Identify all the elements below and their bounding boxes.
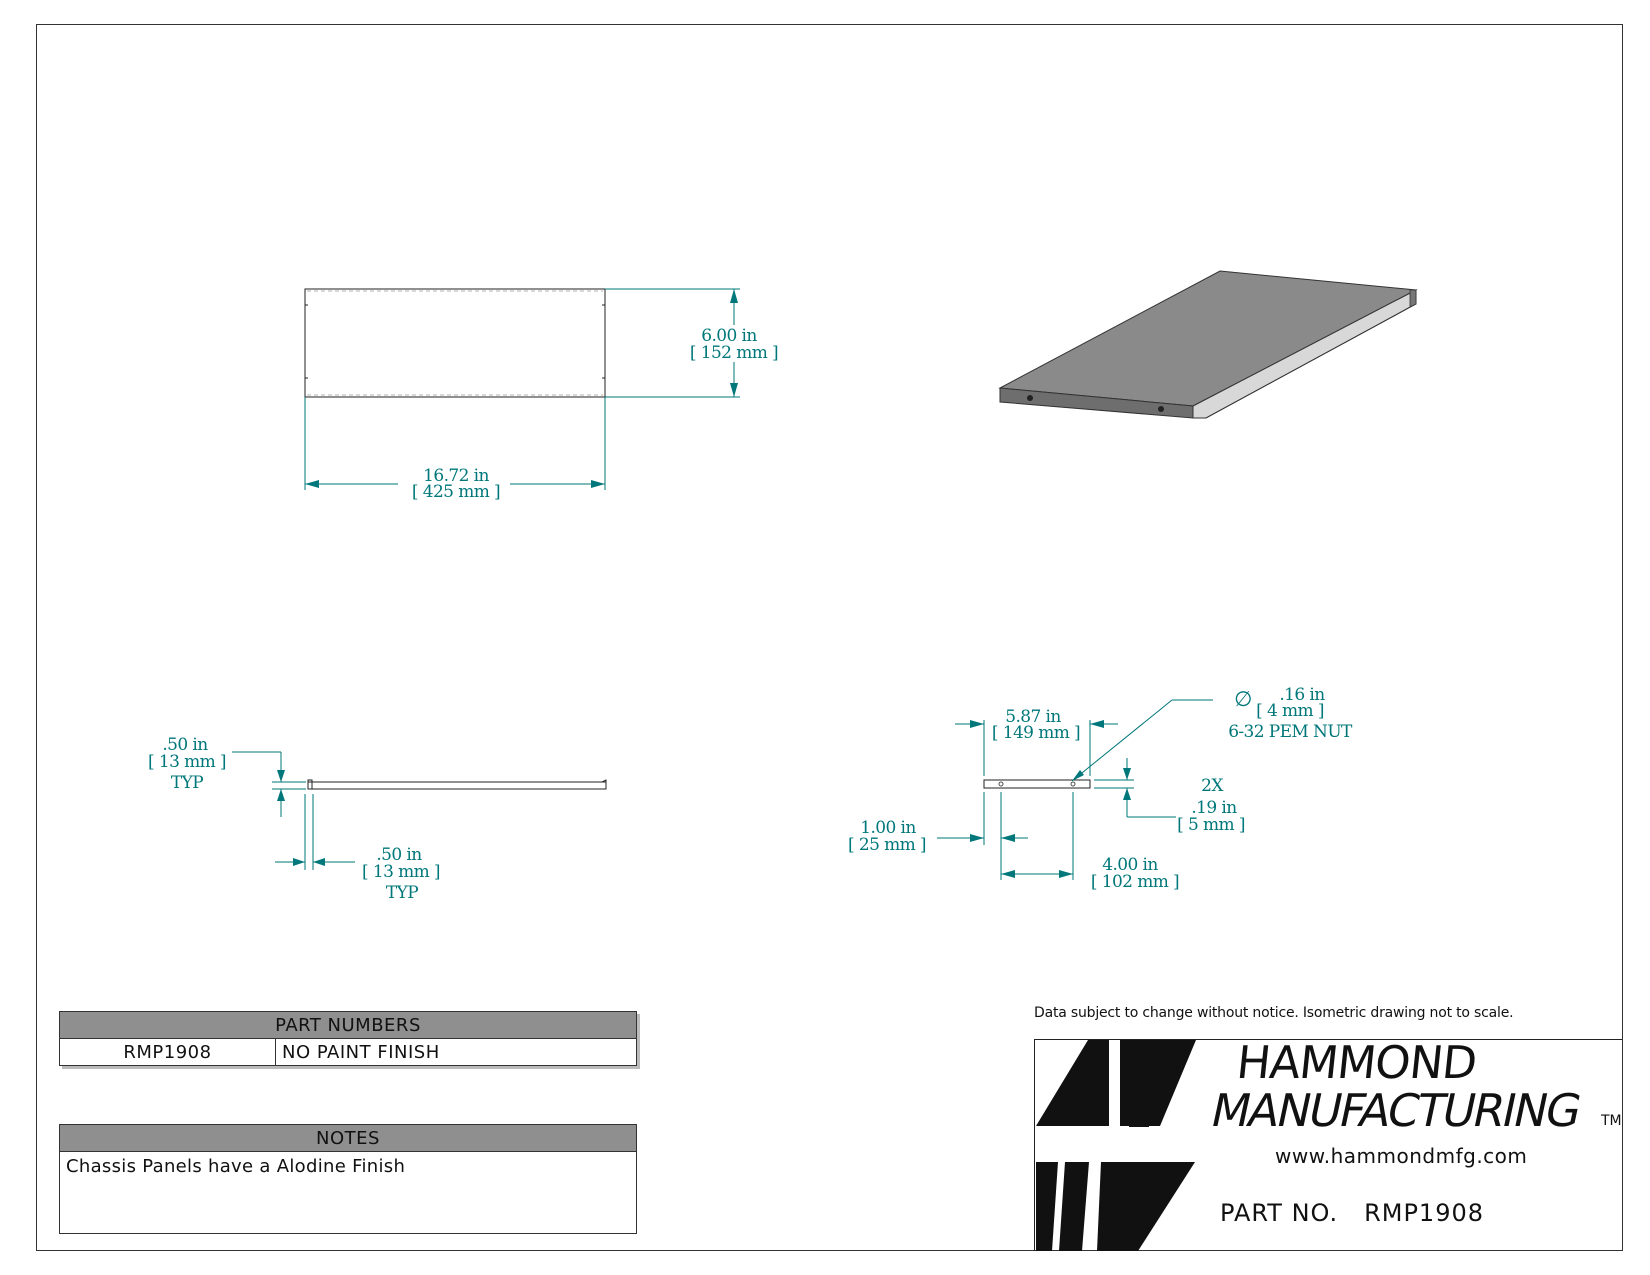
side-view-outline (307, 781, 607, 790)
part-number-label: PART NO. RMP1908 (1220, 1199, 1484, 1227)
iso-top-face (998, 270, 1418, 407)
end-width-in: 5.87 in (1005, 707, 1061, 727)
side-view: .50 in [ 13 mm ] TYP .50 in [ 13 mm ] TY… (148, 735, 607, 903)
isometric-view (998, 270, 1418, 419)
hole-dia-note: 6-32 PEM NUT (1228, 722, 1353, 742)
hammond-logo (1036, 1040, 1196, 1251)
top-height-mm: [ 152 mm ] (690, 343, 778, 363)
hole-offset-in: .19 in (1191, 798, 1237, 818)
top-view: 6.00 in [ 152 mm ] 16.72 in [ 425 mm ] (304, 288, 779, 502)
disclaimer-text: Data subject to change without notice. I… (1034, 1005, 1514, 1021)
flange-height-in: .50 in (162, 735, 208, 755)
hole-spacing-mm: [ 102 mm ] (1091, 872, 1179, 892)
notes-table: NOTES Chassis Panels have a Alodine Fini… (59, 1124, 637, 1234)
flange-width-mm: [ 13 mm ] (362, 862, 440, 882)
notes-text: Chassis Panels have a Alodine Finish (66, 1156, 406, 1177)
hole-offset-qty: 2X (1201, 776, 1224, 796)
website-text: www.hammondmfg.com (1275, 1144, 1528, 1168)
company-name-line1: HAMMOND (1234, 1036, 1479, 1089)
trademark-mark: TM (1601, 1113, 1622, 1129)
part-description-cell: NO PAINT FINISH (282, 1042, 440, 1063)
notes-header: NOTES (60, 1125, 636, 1152)
company-name-line2: MANUFACTURING (1206, 1084, 1585, 1137)
top-width-mm: [ 425 mm ] (412, 482, 500, 502)
hole-spacing-in: 4.00 in (1102, 855, 1158, 875)
part-number-cell: RMP1908 (60, 1039, 276, 1065)
part-no-label: PART NO. (1220, 1199, 1339, 1227)
top-width-in: 16.72 in (423, 466, 489, 486)
table-row: RMP1908 NO PAINT FINISH (60, 1039, 636, 1065)
hole-dia-in: .16 in (1279, 685, 1325, 705)
sheet-border (36, 24, 1623, 1251)
flange-height-typ: TYP (171, 773, 203, 793)
part-no-value: RMP1908 (1364, 1199, 1485, 1227)
hole-edge-mm: [ 25 mm ] (848, 835, 926, 855)
flange-height-mm: [ 13 mm ] (148, 752, 226, 772)
flange-width-in: .50 in (376, 845, 422, 865)
title-block (1034, 1039, 1622, 1251)
end-view-outline (983, 779, 1091, 789)
hole-edge-in: 1.00 in (860, 818, 916, 838)
diameter-symbol: ∅ (1234, 687, 1252, 711)
flange-width-typ: TYP (386, 883, 418, 903)
top-view-outline (304, 288, 606, 398)
hole-offset-mm: [ 5 mm ] (1177, 815, 1245, 835)
part-numbers-header: PART NUMBERS (60, 1012, 636, 1039)
part-numbers-table: PART NUMBERS RMP1908 NO PAINT FINISH (59, 1011, 637, 1066)
end-view: 5.87 in [ 149 mm ] ∅ .16 in [ 4 mm ] 6-3… (848, 685, 1354, 892)
hole-dia-mm: [ 4 mm ] (1256, 701, 1324, 721)
top-height-in: 6.00 in (701, 326, 757, 346)
end-width-mm: [ 149 mm ] (992, 723, 1080, 743)
